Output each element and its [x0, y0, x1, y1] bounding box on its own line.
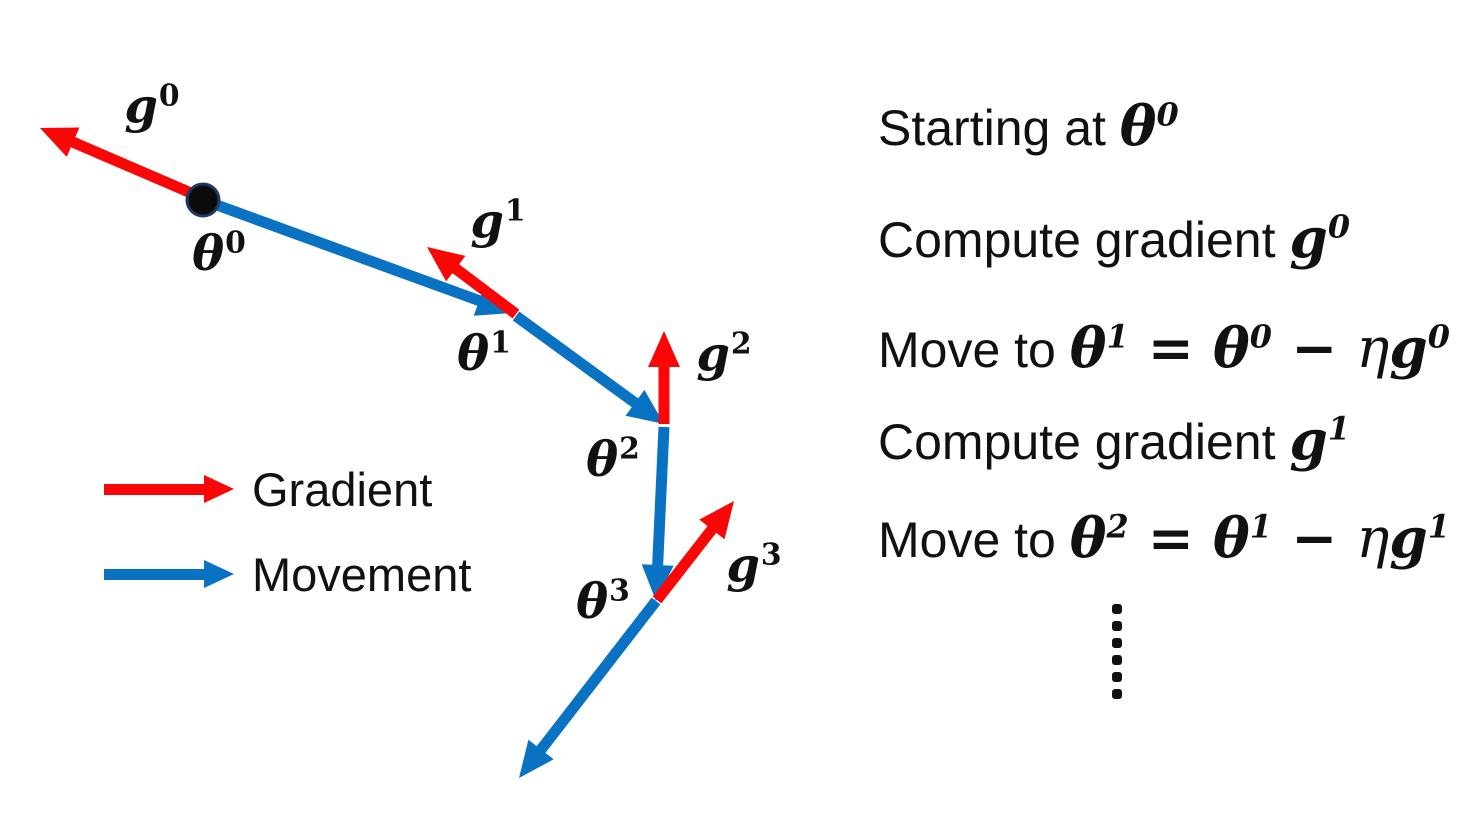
blue-arrow-icon [104, 560, 234, 588]
step-math: η [1356, 316, 1390, 380]
step-math: g0 [1389, 315, 1450, 380]
step-math: η [1356, 506, 1390, 570]
blue-arrow-shaft [104, 568, 204, 580]
step-line-2: Compute gradient g0 [878, 205, 1351, 270]
diagram-labels: g0 θ0 g1 θ1 g2 θ2 g3 θ3 [124, 78, 782, 630]
red-arrow-shaft [104, 483, 204, 495]
point-label-theta2: θ2 [586, 431, 640, 488]
continuation-ellipsis [1112, 604, 1122, 699]
step-text: Move to [878, 512, 1070, 568]
ellipsis-dot [1112, 604, 1122, 614]
gradient-arrow-2-head [648, 331, 680, 367]
step-line-1: Starting at θ0 [878, 93, 1179, 158]
step-line-5: Move to θ2 = θ1 − ηg1 [878, 505, 1450, 570]
gradient-arrow-1-shaft [451, 263, 520, 319]
movement-arrow-1-head [625, 389, 664, 424]
ellipsis-dot [1112, 621, 1122, 631]
step-math: θ0 [1213, 315, 1272, 380]
red-arrow-head [204, 475, 234, 503]
blue-arrow-head [204, 560, 234, 588]
step-math: − [1271, 505, 1357, 570]
step-math: θ2 [1069, 505, 1129, 570]
legend-label-movement: Movement [252, 547, 472, 601]
gradient-label-g0: g0 [124, 78, 180, 135]
legend-label-gradient: Gradient [252, 462, 433, 516]
gradient-label-g1: g1 [470, 193, 526, 250]
movement-arrow-2-head [641, 564, 674, 601]
ellipsis-dot [1112, 689, 1122, 699]
movement-arrow-2-shaft [652, 426, 670, 567]
step-math: θ0 [1119, 93, 1179, 158]
point-label-theta1: θ1 [457, 325, 511, 382]
movement-arrow-0-shaft [201, 194, 483, 307]
red-arrow-icon [104, 475, 234, 503]
start-point [185, 182, 221, 218]
step-text: Compute gradient [878, 414, 1290, 470]
step-math: = [1128, 505, 1214, 570]
gradient-arrow-1-head [427, 247, 466, 282]
legend-item-movement: Movement [104, 539, 471, 609]
gradient-label-g2: g2 [696, 326, 752, 383]
step-text: Move to [878, 322, 1070, 378]
step-math: g0 [1289, 205, 1351, 270]
step-math: θ1 [1069, 315, 1129, 380]
step-text: Compute gradient [878, 212, 1290, 268]
point-label-theta3: θ3 [576, 573, 630, 630]
point-label-theta0: θ0 [192, 225, 246, 282]
ellipsis-dot [1112, 655, 1122, 665]
step-math: − [1271, 315, 1357, 380]
step-math: g1 [1389, 505, 1450, 570]
step-line-3: Move to θ1 = θ0 − ηg0 [878, 315, 1450, 380]
step-line-4: Compute gradient g1 [878, 407, 1351, 472]
legend-item-gradient: Gradient [104, 454, 432, 524]
movement-arrow-3-head [519, 739, 554, 778]
gradient-arrow-3-head [699, 501, 734, 540]
ellipsis-dot [1112, 638, 1122, 648]
gradient-arrow-3-shaft [652, 525, 717, 604]
step-math: g1 [1289, 407, 1351, 472]
movement-arrow-1-shaft [512, 311, 639, 408]
gradient-arrow-0-head [40, 127, 80, 157]
movement-arrow-3-shaft [536, 597, 661, 754]
gradient-label-g3: g3 [726, 537, 782, 594]
ellipsis-dot [1112, 672, 1122, 682]
step-math: θ1 [1213, 505, 1272, 570]
step-math: = [1128, 315, 1214, 380]
step-text: Starting at [878, 100, 1120, 156]
gradient-arrow-0-shaft [69, 136, 208, 205]
